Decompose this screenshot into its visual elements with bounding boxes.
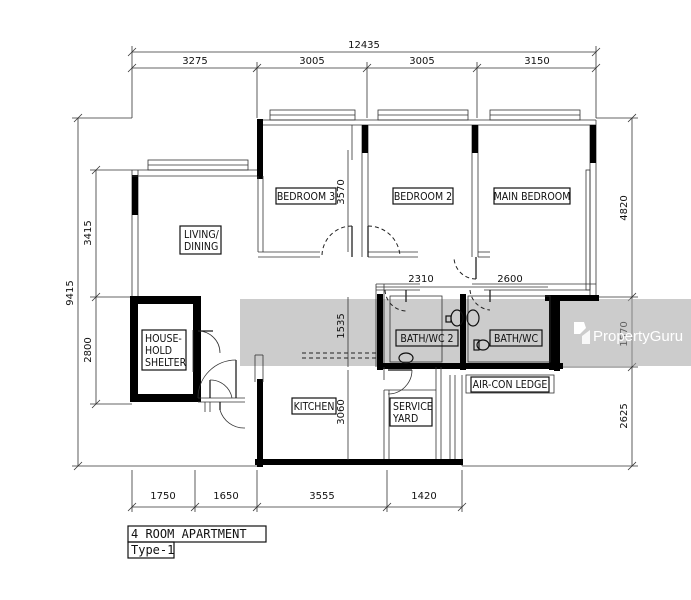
dim-right-3: 2625 (619, 403, 630, 428)
room-label-bath-2: BATH/WC 2 (400, 333, 453, 345)
room-label-bath: BATH/WC (494, 333, 539, 345)
bottom-dimension-chain: 1750 1650 3555 1420 (127, 470, 467, 512)
room-label-living-line1: LIVING/ (184, 229, 220, 241)
room-label-service-line1: SERVICE (393, 401, 433, 413)
dim-1535: 1535 (336, 313, 347, 338)
room-label-kitchen: KITCHEN (294, 401, 335, 413)
room-label-shelter-line1: HOUSE- (145, 333, 182, 345)
dim-bottom-1: 1750 (150, 491, 175, 502)
room-label-bedroom-2: BEDROOM 2 (394, 191, 452, 203)
watermark-text: PropertyGuru (593, 328, 683, 345)
top-dimension-chain: 12435 3275 3005 3005 3150 (127, 40, 601, 118)
inner-dimensions: 3570 2310 2600 1535 3060 (336, 150, 548, 460)
room-label-main-bedroom: MAIN BEDROOM (494, 191, 571, 203)
caption-title: 4 ROOM APARTMENT (131, 527, 247, 541)
dim-bottom-4: 1420 (411, 491, 436, 502)
room-label-service-line2: YARD (392, 413, 418, 425)
room-label-living-line2: DINING (184, 241, 218, 253)
dim-bath-left: 2310 (408, 274, 433, 285)
dim-bath-right: 2600 (497, 274, 522, 285)
dim-top-1: 3275 (182, 56, 207, 67)
watermark: PropertyGuru (574, 322, 683, 345)
caption-type: Type-1 (131, 543, 174, 557)
doors (197, 225, 491, 429)
left-dimension-chain: 9415 3415 2800 (65, 113, 258, 471)
dim-kitchen-depth: 3060 (336, 399, 347, 424)
dim-left-1: 3415 (83, 220, 94, 245)
dim-top-3: 3005 (409, 56, 434, 67)
room-label-bedroom-3: BEDROOM 3 (277, 191, 335, 203)
dim-left-2: 2800 (83, 337, 94, 362)
room-labels: BEDROOM 3 BEDROOM 2 MAIN BEDROOM LIVING/… (141, 187, 571, 427)
dim-bedroom3-depth: 3570 (336, 179, 347, 204)
dim-top-total: 12435 (348, 40, 380, 51)
basin-icon (476, 339, 490, 351)
dim-bottom-2: 1650 (213, 491, 238, 502)
dim-top-4: 3150 (524, 56, 549, 67)
room-label-aircon-ledge: AIR-CON LEDGE (473, 379, 548, 391)
dim-top-2: 3005 (299, 56, 324, 67)
room-label-shelter-line2: HOLD (145, 345, 172, 357)
room-label-shelter-line3: SHELTER (145, 357, 187, 369)
walls (130, 109, 599, 467)
caption: 4 ROOM APARTMENT Type-1 (127, 525, 267, 559)
dim-left-total: 9415 (65, 280, 76, 305)
toilet-icon (466, 309, 480, 327)
bath-fixtures (389, 295, 551, 364)
dim-bottom-3: 3555 (309, 491, 334, 502)
basin-icon (398, 352, 414, 364)
dim-right-1: 4820 (619, 195, 630, 220)
propertyguru-logo-icon (574, 322, 590, 344)
right-dimension-chain: 4820 1570 2625 (462, 113, 638, 471)
